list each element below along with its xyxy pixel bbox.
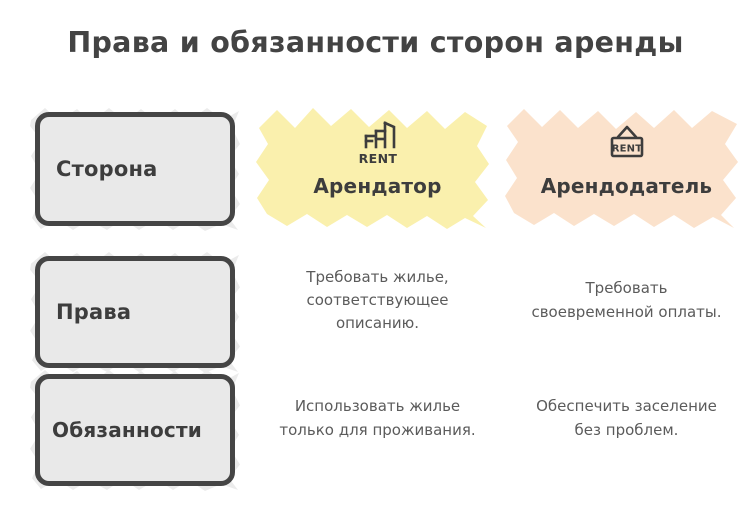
label-box-rights: Права [35,256,235,368]
header-title-tenant: Арендатор [313,174,442,198]
cell-duties-tenant: Использовать жилье только для проживания… [253,366,502,471]
header-title-landlord: Арендодатель [540,174,713,198]
label-box-side: Сторона [35,112,235,226]
header-cell-tenant: RENT Арендатор [253,104,502,234]
page-title: Права и обязанности сторон аренды [67,26,684,59]
label-box-duties: Обязанности [35,374,235,486]
cell-text-duties-landlord: Обеспечить заселение без проблем. [536,397,717,439]
label-text-side: Сторона [56,157,158,181]
row-label-cell-duties: Обязанности [0,366,253,492]
table-row: Обязанности Использовать жилье только дл… [0,366,751,492]
cell-rights-landlord: Требовать своевременной оплаты. [502,248,751,353]
cell-text-duties-tenant: Использовать жилье только для проживания… [279,397,476,439]
cell-text-rights-tenant: Требовать жилье, соответствующее описани… [306,267,449,333]
label-text-duties: Обязанности [52,418,202,442]
cell-rights-tenant: Требовать жилье, соответствующее описани… [253,248,502,353]
cell-duties-landlord: Обеспечить заселение без проблем. [502,366,751,471]
table-header-row: Сторона [0,104,751,234]
cell-text-rights-landlord: Требовать своевременной оплаты. [531,279,722,321]
label-text-rights: Права [56,300,132,324]
rent-hanging-sign-icon: RENT [604,120,650,166]
table-row: Права Требовать жилье, соответствующее о… [0,248,751,374]
header-cell-landlord: RENT Арендодатель [502,104,751,234]
rent-building-glyph: RENT [358,121,397,166]
row-label-cell-rights: Права [0,248,253,374]
rent-hanging-sign-glyph: RENT [610,125,643,158]
rent-sign-icon-label: RENT [611,144,642,155]
rent-building-icon-label: RENT [358,151,397,166]
jagged-highlight-peach-icon [505,109,738,228]
jagged-highlight-yellow-icon [256,108,489,229]
header-cell-side: Сторона [0,104,253,234]
rent-building-icon: RENT [356,120,400,166]
comparison-table: Сторона [0,104,751,492]
label-box-wrapper: Сторона [30,108,240,231]
